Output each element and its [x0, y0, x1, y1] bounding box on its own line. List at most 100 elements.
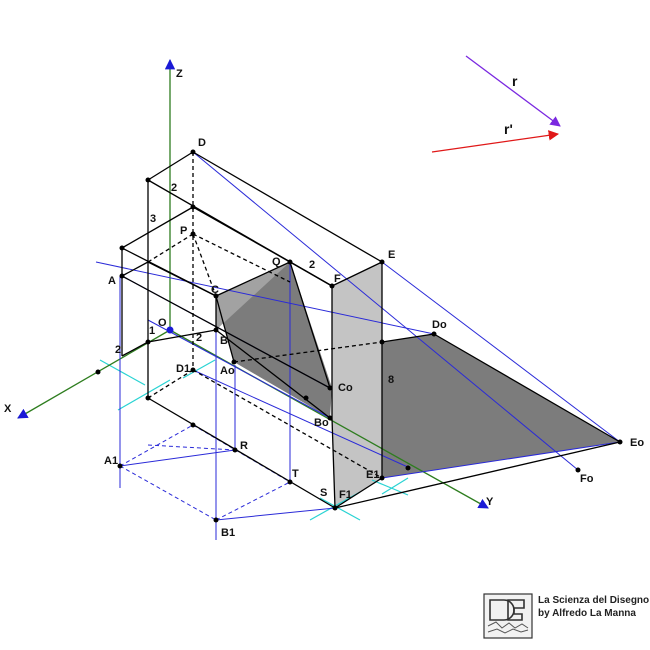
- vertex-dot: [327, 385, 333, 391]
- vertex-dot: [332, 505, 338, 511]
- vertex-dot: [145, 177, 151, 183]
- projection-dashed-line: [119, 465, 217, 521]
- point-label-bo: Bo: [314, 417, 329, 429]
- vertex-dot: [145, 395, 151, 401]
- projection-dashed-line: [215, 481, 291, 521]
- ray-label-r-prime: r': [504, 121, 513, 137]
- shaded-surfaces: [216, 262, 620, 508]
- edge: [121, 341, 149, 357]
- point-label-f: F: [334, 273, 341, 285]
- dimension-label: 1: [149, 325, 155, 337]
- hidden-edge: [147, 369, 194, 399]
- edge: [331, 417, 336, 509]
- vertex-dot: [329, 283, 335, 289]
- vertex-dot: [327, 415, 333, 421]
- projection-line: [381, 261, 621, 443]
- point-label-e: E: [388, 249, 395, 261]
- vertex-dot: [379, 475, 385, 481]
- point-label-q: Q: [272, 256, 281, 268]
- edge: [334, 477, 383, 509]
- point-label-a1: A1: [104, 455, 118, 467]
- vertex-dot: [117, 463, 123, 469]
- point-label-d: D: [198, 137, 206, 149]
- credit-line-2: by Alfredo La Manna: [538, 608, 636, 619]
- edge: [289, 261, 333, 287]
- ground-shadow: [332, 334, 620, 508]
- dimension-label: 8: [388, 374, 394, 386]
- point-label-d1: D1: [176, 363, 190, 375]
- edge: [215, 261, 291, 297]
- hidden-edge: [233, 341, 383, 363]
- vertex-dot: [190, 204, 196, 210]
- triangle-face: [216, 262, 290, 330]
- edge: [334, 441, 621, 509]
- point-label-e1: E1: [366, 469, 379, 481]
- vertex-dot: [145, 339, 151, 345]
- vertex-dot: [119, 273, 125, 279]
- projection-line: [192, 369, 411, 469]
- axis-label-x: X: [4, 403, 12, 415]
- point-label-co: Co: [338, 382, 353, 394]
- edge: [433, 333, 621, 443]
- edge: [215, 295, 235, 363]
- point-label-s: S: [320, 487, 327, 499]
- cyan-line: [182, 359, 216, 379]
- vertex-dot: [190, 231, 196, 237]
- vertex-dot: [213, 293, 219, 299]
- logo-icon: [483, 593, 533, 639]
- ray-r-arrow: [465, 55, 561, 127]
- vertex-dot: [190, 149, 196, 155]
- origin-dot: [166, 326, 174, 334]
- point-label-fo: Fo: [580, 473, 594, 485]
- edge: [289, 261, 331, 389]
- point-label-eo: Eo: [630, 437, 644, 449]
- dashed-edges: [147, 152, 383, 479]
- vertex-dot: [231, 359, 237, 365]
- edge: [147, 151, 194, 181]
- solid-edges: [121, 151, 621, 509]
- vertex-dot: [287, 479, 293, 485]
- edge: [121, 261, 149, 277]
- edge: [147, 397, 336, 509]
- cyan-line: [319, 497, 361, 521]
- light-rays: [431, 55, 561, 153]
- point-label-f1: F1: [339, 489, 352, 501]
- hidden-edge: [147, 233, 194, 263]
- edge: [381, 333, 435, 343]
- x-axis: [17, 329, 171, 419]
- ray-label-r: r: [512, 73, 518, 89]
- projection-dashed-line: [147, 444, 236, 451]
- origin-label: O: [158, 317, 167, 329]
- edge: [192, 206, 291, 263]
- edge: [215, 329, 331, 419]
- point-label-b: B: [220, 335, 228, 347]
- point-label-t: T: [292, 468, 299, 480]
- projection-line: [215, 507, 336, 521]
- dimension-label: 3: [150, 213, 156, 225]
- projection-dashed: [119, 424, 291, 521]
- vertex-dot: [431, 331, 437, 337]
- vertex-dot: [119, 245, 125, 251]
- point-label-c: C: [211, 284, 219, 296]
- projection-line: [119, 449, 236, 467]
- vertex-dot: [575, 467, 581, 473]
- point-label-ao: Ao: [220, 365, 235, 377]
- edge: [331, 261, 383, 287]
- vertex-dot: [232, 447, 238, 453]
- vertex-dot: [95, 369, 101, 375]
- dimension-label: 2: [196, 332, 202, 344]
- cyan-line: [99, 359, 146, 386]
- edge: [121, 247, 217, 297]
- vertex-dot: [303, 395, 309, 401]
- point-label-r: R: [240, 440, 248, 452]
- projection-line: [192, 151, 579, 471]
- vertex-dot: [190, 367, 196, 373]
- wall-panel-f: [332, 262, 382, 508]
- edge: [121, 206, 194, 249]
- credit-line-1: La Scienza del Disegno: [538, 595, 649, 606]
- vertex-dots: [95, 149, 623, 523]
- credit-block: La Scienza del Disegno by Alfredo La Man…: [483, 593, 649, 639]
- vertex-dot: [379, 259, 385, 265]
- axis-label-z: Z: [176, 68, 183, 80]
